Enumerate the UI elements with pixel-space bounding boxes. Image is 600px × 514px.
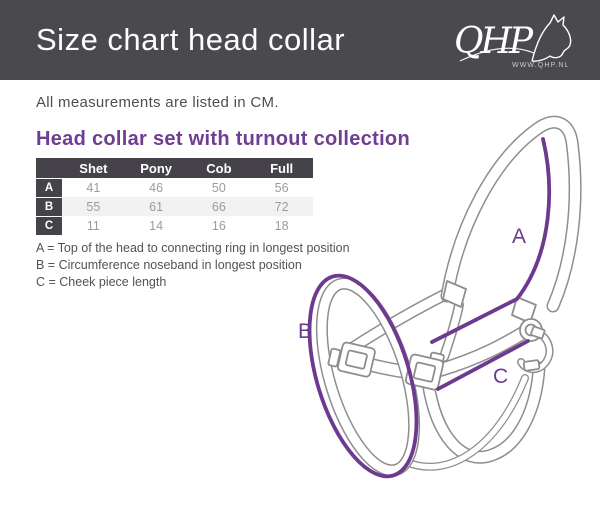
diagram-label-b: B [298, 320, 312, 343]
measure-ellipse-b [307, 273, 419, 479]
size-table: Shet Pony Cob Full A 41 46 50 56 B 55 61… [36, 158, 313, 235]
horse-head-icon [531, 14, 572, 62]
table-row-c: C 11 14 16 18 [36, 216, 313, 235]
table-row-a: A 41 46 50 56 [36, 178, 313, 197]
section-title: Head collar set with turnout collection [36, 128, 410, 150]
cell: 55 [62, 197, 125, 216]
cell: 14 [149, 218, 164, 233]
cell: 50 [211, 180, 226, 195]
table-row-b: B 55 61 66 72 [36, 197, 313, 216]
buckle-middle [404, 351, 445, 391]
row-label: A [36, 178, 62, 197]
diagram-label-c: C [493, 365, 508, 388]
intro-text: All measurements are listed in CM. [36, 94, 279, 111]
logo-url: WWW.QHP.NL [512, 62, 570, 69]
measurement-annotations: A B C [298, 137, 552, 479]
cell: 46 [149, 180, 164, 195]
header-bar: Size chart head collar QHP WWW.QHP.NL [0, 0, 600, 80]
cell: 11 [86, 218, 100, 233]
logo-brand-text: QHP [454, 21, 534, 62]
cell: 66 [187, 197, 251, 216]
measurement-legend: A = Top of the head to connecting ring i… [36, 240, 350, 291]
row-label: B [36, 197, 62, 216]
connecting-ring [519, 318, 543, 342]
connector-left [442, 280, 467, 308]
halter-hardware [327, 280, 549, 391]
connector-right [511, 296, 537, 324]
legend-line-c: C = Cheek piece length [36, 275, 167, 289]
measure-line-c [436, 339, 530, 391]
table-header-row: Shet Pony Cob Full [36, 158, 313, 178]
cell: 72 [250, 197, 313, 216]
legend-line-b: B = Circumference noseband in longest po… [36, 258, 302, 272]
cell: 18 [274, 218, 289, 233]
logo-swoosh [459, 47, 535, 62]
buckle-left [327, 341, 376, 378]
column-header-full: Full [270, 160, 294, 176]
legend-line-a: A = Top of the head to connecting ring i… [36, 241, 350, 255]
cell: 61 [124, 197, 188, 216]
column-header-pony: Pony [140, 160, 173, 176]
column-header-shet: Shet [79, 160, 108, 176]
cell: 56 [274, 180, 289, 195]
cell: 16 [211, 218, 226, 233]
page-title: Size chart head collar [36, 22, 346, 57]
row-label: C [36, 216, 62, 235]
snap-hook-icon [521, 325, 549, 371]
table-corner-cell [36, 158, 62, 178]
column-header-cob: Cob [206, 160, 232, 176]
measure-line-a [430, 137, 552, 344]
diagram-label-a: A [512, 225, 526, 248]
cell: 41 [86, 180, 101, 195]
halter-straps [303, 122, 575, 481]
qhp-logo: QHP WWW.QHP.NL [454, 14, 572, 69]
